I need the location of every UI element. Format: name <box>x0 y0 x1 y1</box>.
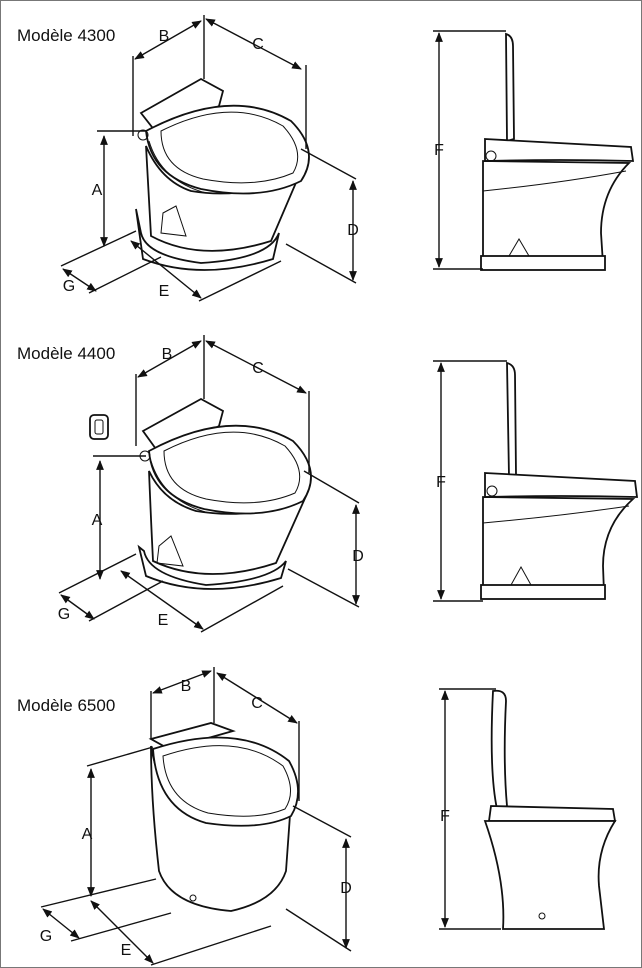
model-4400: Modèle 4400 <box>17 335 639 633</box>
dim-label-b: B <box>162 346 173 363</box>
dim-label-e: E <box>121 942 132 959</box>
dim-label-a: A <box>92 182 103 199</box>
wall-switch-icon <box>89 414 109 440</box>
model-4300: Modèle 4300 <box>17 15 635 302</box>
dim-label-c: C <box>252 360 264 377</box>
model-6500: Modèle 6500 B C A D G E <box>17 667 617 966</box>
model-title: Modèle 4300 <box>17 26 115 45</box>
dim-label-d: D <box>352 548 364 565</box>
dim-label-c: C <box>252 36 264 53</box>
dim-label-b: B <box>159 28 170 45</box>
dim-label-d: D <box>347 222 359 239</box>
dim-label-f: F <box>436 474 446 491</box>
dim-label-f: F <box>440 808 450 825</box>
toilet-side-profile-icon <box>433 30 635 271</box>
dim-label-g: G <box>40 928 52 945</box>
toilet-isometric-icon <box>40 667 352 966</box>
dim-label-g: G <box>58 606 70 623</box>
toilet-side-profile-icon <box>439 688 617 930</box>
dim-label-g: G <box>63 278 75 295</box>
dim-label-d: D <box>340 880 352 897</box>
model-title: Modèle 6500 <box>17 696 115 715</box>
dim-label-c: C <box>251 695 263 712</box>
dim-label-a: A <box>92 512 103 529</box>
dim-label-a: A <box>82 826 93 843</box>
toilet-side-profile-icon <box>433 360 639 602</box>
toilet-isometric-icon <box>60 15 357 302</box>
dim-label-f: F <box>434 142 444 159</box>
dim-label-e: E <box>159 283 170 300</box>
dim-label-e: E <box>158 612 169 629</box>
model-title: Modèle 4400 <box>17 344 115 363</box>
toilet-isometric-icon <box>58 335 360 633</box>
dim-label-b: B <box>181 678 192 695</box>
